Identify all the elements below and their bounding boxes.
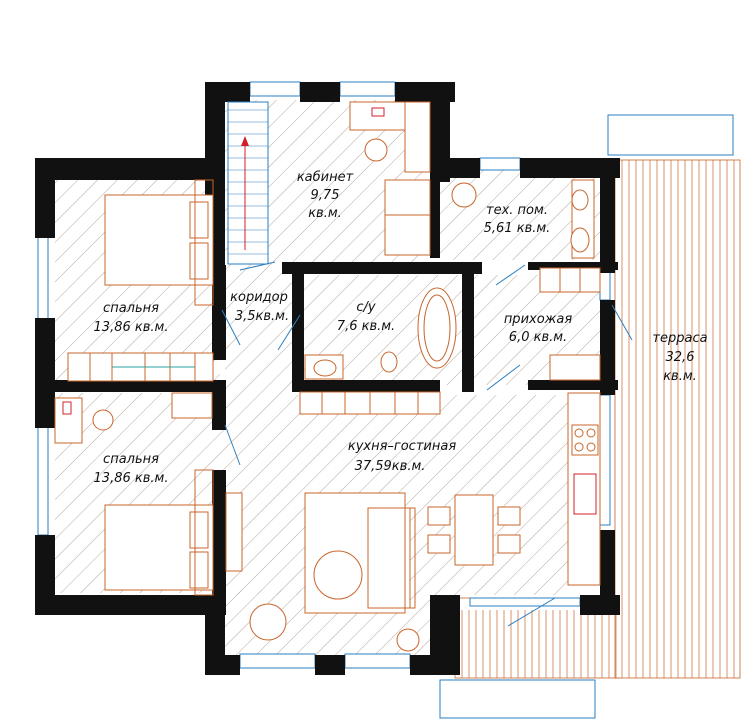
bathtub (417, 287, 457, 369)
kitchen-living-area: 37,59кв.м. (355, 459, 426, 474)
bed-top (104, 194, 214, 286)
bedroom-top-name: спальня (103, 301, 159, 316)
room-labels: кабинет 9,75 кв.м. тех. пом. 5,61 кв.м. … (94, 170, 708, 486)
bathroom-name: с/у (356, 300, 376, 315)
terrace-deck (454, 159, 741, 679)
corridor-area: 3,5кв.м. (235, 309, 289, 324)
lamp (396, 628, 420, 652)
tech-area: 5,61 кв.м. (484, 221, 551, 236)
windows (37, 81, 734, 719)
sink (304, 354, 344, 380)
dining-table (454, 494, 494, 566)
toilet (380, 351, 398, 373)
tech-name: тех. пом. (486, 203, 548, 218)
terrace-name: терраса (652, 331, 707, 346)
desk (54, 397, 83, 444)
sofa (367, 507, 411, 609)
hall-name: прихожая (504, 312, 573, 327)
kitchen-living-name: кухня–гостиная (348, 439, 456, 454)
boiler (451, 182, 477, 208)
chair (92, 409, 114, 431)
armchair (249, 603, 287, 641)
hall-area: 6,0 кв.м. (509, 330, 567, 345)
walls (35, 82, 620, 675)
terrace-unit: кв.м. (663, 369, 697, 384)
leader-lines (221, 261, 633, 627)
office-name: кабинет (297, 170, 354, 185)
office-sofa (384, 179, 431, 256)
office-area: 9,75 (311, 188, 340, 203)
office-chair (364, 138, 388, 162)
bedroom-bottom-name: спальня (103, 452, 159, 467)
office-unit: кв.м. (308, 206, 342, 221)
corridor-name: коридор (230, 290, 288, 305)
bedroom-bottom-area: 13,86 кв.м. (94, 471, 169, 486)
bedroom-top-area: 13,86 кв.м. (94, 320, 169, 335)
bathroom-area: 7,6 кв.м. (337, 319, 395, 334)
furniture (54, 101, 601, 652)
staircase (227, 101, 269, 265)
terrace-area: 32,6 (666, 350, 695, 365)
